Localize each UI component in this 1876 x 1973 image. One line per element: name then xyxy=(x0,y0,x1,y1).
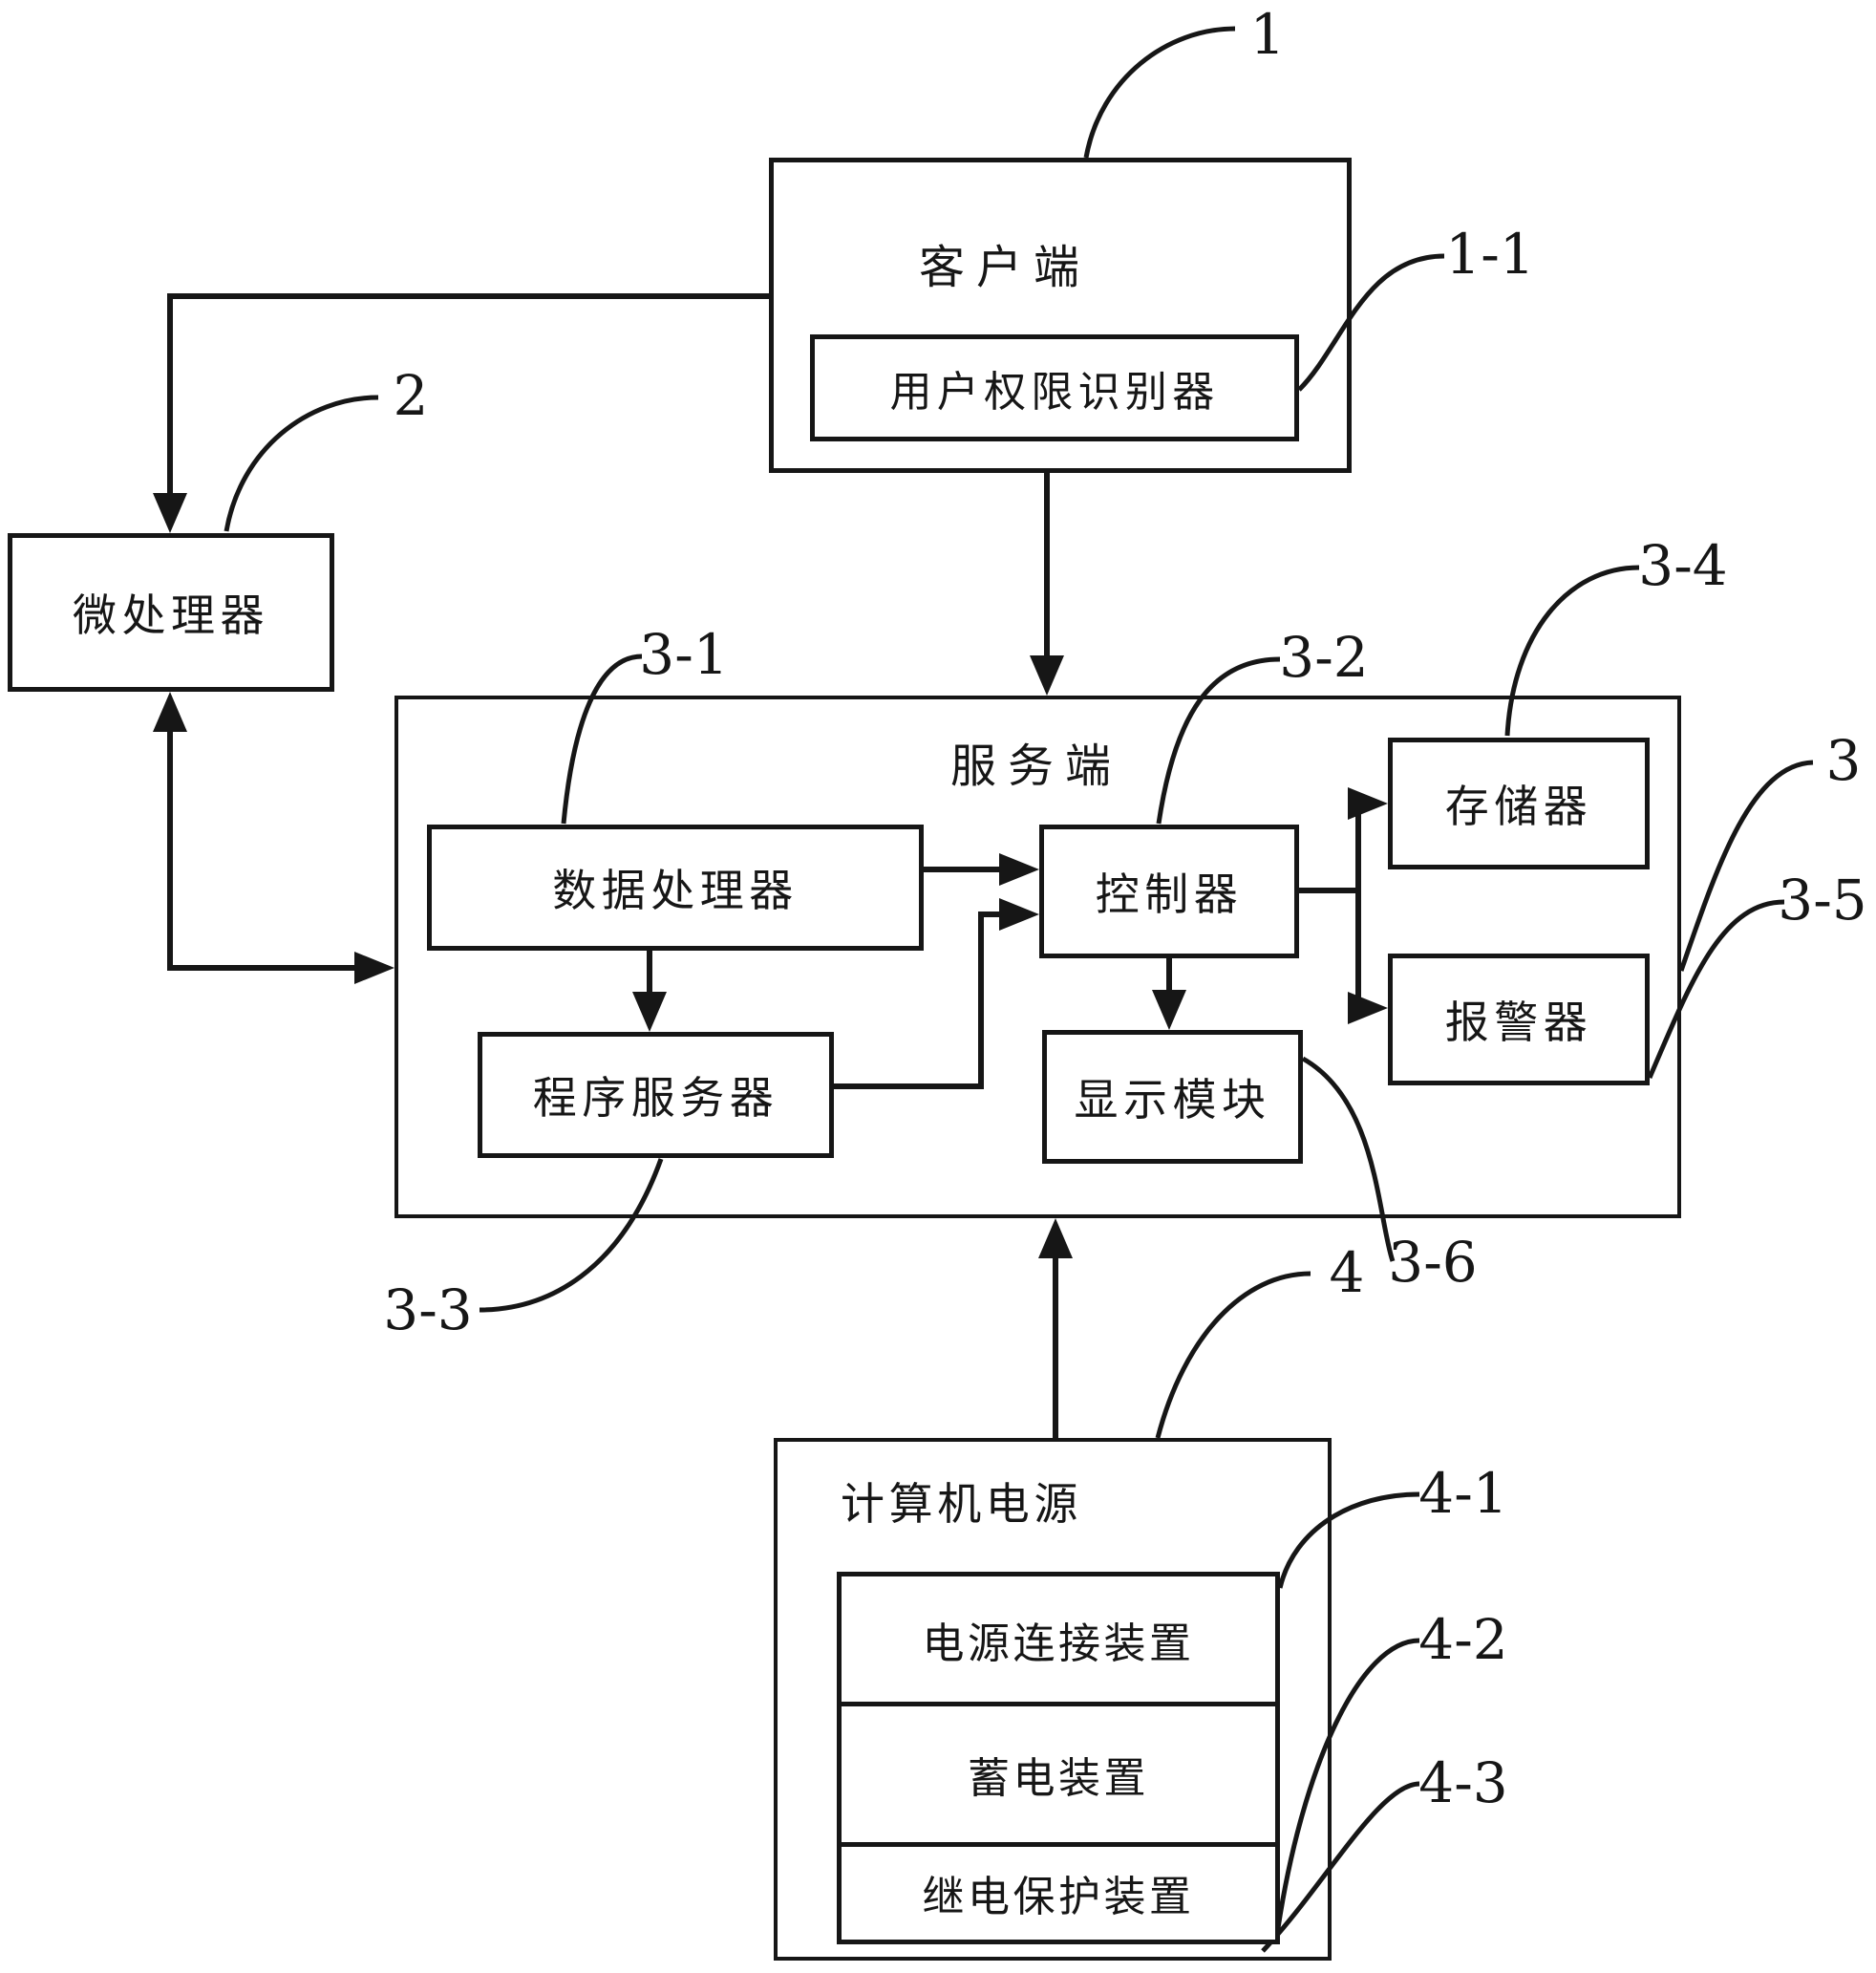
wire-programserver-to-controller xyxy=(834,911,1005,1089)
controller-label: 控制器 xyxy=(1095,869,1244,920)
arrowhead-into-controller-lower xyxy=(999,898,1039,931)
battery-label: 蓄电装置 xyxy=(967,1754,1150,1804)
program-server-box: 程序服务器 xyxy=(478,1032,834,1158)
auth-module-box: 用户权限识别器 xyxy=(810,334,1299,441)
alarm-box: 报警器 xyxy=(1388,954,1650,1085)
microprocessor-label: 微处理器 xyxy=(72,590,270,641)
microprocessor-box: 微处理器 xyxy=(8,533,334,692)
ref-label-2: 2 xyxy=(393,363,429,428)
arrowhead-into-server-top xyxy=(1030,655,1064,696)
data-processor-box: 数据处理器 xyxy=(427,825,924,951)
leader-ref-3-6 xyxy=(1301,1056,1396,1262)
ref-label-1-1: 1-1 xyxy=(1445,222,1535,287)
leader-ref-1-1 xyxy=(1297,253,1445,392)
display-module-box: 显示模块 xyxy=(1042,1030,1303,1164)
arrowhead-into-programserver xyxy=(632,992,667,1032)
ref-label-4-2: 4-2 xyxy=(1418,1607,1508,1672)
leader-ref-4-3 xyxy=(1261,1781,1420,1953)
power-connector-box: 电源连接装置 xyxy=(842,1576,1275,1702)
leader-ref-2 xyxy=(224,395,379,532)
ref-label-3-2: 3-2 xyxy=(1279,625,1369,690)
leader-ref-3-5 xyxy=(1647,899,1785,1079)
relay-protector-box: 继电保护装置 xyxy=(842,1841,1275,1940)
leader-ref-3-1 xyxy=(561,654,643,825)
arrowhead-into-displaymodule xyxy=(1152,990,1186,1030)
ref-label-4: 4 xyxy=(1329,1240,1365,1305)
battery-box: 蓄电装置 xyxy=(842,1702,1275,1841)
arrowhead-into-controller-upper xyxy=(999,853,1039,886)
memory-box: 存储器 xyxy=(1388,738,1650,869)
ref-label-3: 3 xyxy=(1825,728,1862,793)
controller-box: 控制器 xyxy=(1039,825,1299,958)
ref-label-3-4: 3-4 xyxy=(1638,533,1728,598)
server-title: 服务端 xyxy=(950,740,1123,793)
leader-ref-4 xyxy=(1155,1271,1311,1439)
client-box xyxy=(769,158,1352,473)
ref-label-3-6: 3-6 xyxy=(1388,1230,1478,1295)
arrowhead-into-microprocessor-top xyxy=(153,493,187,533)
auth-module-label: 用户权限识别器 xyxy=(889,368,1220,417)
arrowhead-into-alarm xyxy=(1348,992,1388,1024)
power-connector-label: 电源连接装置 xyxy=(922,1619,1195,1668)
program-server-label: 程序服务器 xyxy=(532,1072,779,1124)
relay-protector-label: 继电保护装置 xyxy=(922,1873,1195,1922)
leader-ref-4-2 xyxy=(1275,1638,1420,1929)
alarm-label: 报警器 xyxy=(1444,997,1593,1048)
leader-ref-3 xyxy=(1678,760,1814,972)
computer-power-box xyxy=(774,1438,1332,1961)
ref-label-4-3: 4-3 xyxy=(1418,1750,1508,1815)
ref-label-3-5: 3-5 xyxy=(1778,868,1867,933)
computer-power-title: 计算机电源 xyxy=(841,1478,1082,1530)
ref-label-3-1: 3-1 xyxy=(639,622,729,687)
arrowhead-into-server-left xyxy=(354,952,394,984)
client-title: 客户端 xyxy=(919,241,1092,294)
display-module-label: 显示模块 xyxy=(1074,1074,1271,1126)
wire-microprocessor-to-server xyxy=(167,726,360,971)
arrowhead-into-microprocessor-bottom xyxy=(153,692,187,732)
data-processor-label: 数据处理器 xyxy=(552,865,799,916)
arrowhead-into-memory xyxy=(1348,787,1388,820)
server-box xyxy=(394,696,1681,1218)
leader-ref-1 xyxy=(1083,26,1236,159)
wire-client-to-microprocessor xyxy=(167,293,769,499)
ref-label-4-1: 4-1 xyxy=(1418,1461,1508,1526)
leader-ref-3-3 xyxy=(479,1158,664,1313)
power-inner-stack: 电源连接装置 蓄电装置 继电保护装置 xyxy=(837,1572,1280,1944)
arrowhead-into-server-bottom xyxy=(1038,1218,1073,1258)
leader-ref-3-2 xyxy=(1156,656,1281,825)
ref-label-1: 1 xyxy=(1249,2,1286,67)
memory-label: 存储器 xyxy=(1444,781,1593,832)
ref-label-3-3: 3-3 xyxy=(383,1277,473,1342)
